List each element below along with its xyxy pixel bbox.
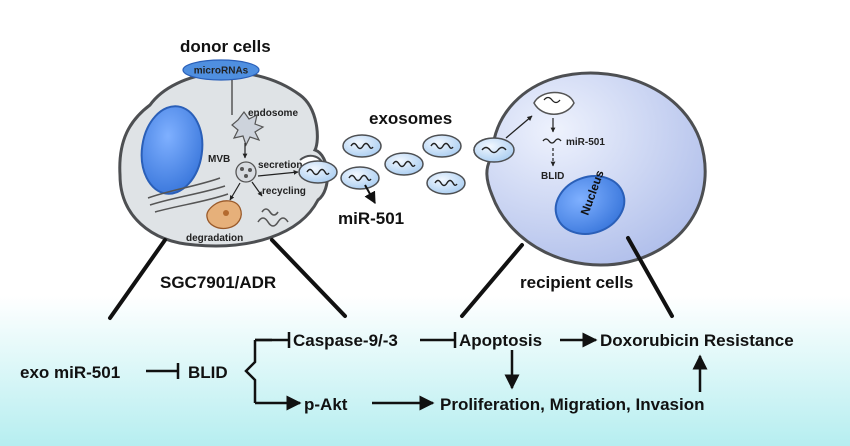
mvb-shape	[235, 161, 257, 183]
recycling-label: recycling	[262, 186, 306, 197]
exosome-vesicle	[384, 152, 424, 176]
internalized-vesicle	[533, 91, 575, 115]
uptake-arrow	[505, 115, 533, 139]
micrornas-ellipse	[182, 59, 260, 81]
donor-cells-title: donor cells	[180, 37, 271, 56]
exosome-to-mir501-arrow	[364, 184, 376, 205]
exosome-vesicle	[426, 171, 466, 195]
exosomes-title: exosomes	[369, 109, 452, 128]
recipient-nucleus	[554, 175, 626, 235]
proliferation-node: Proliferation, Migration, Invasion	[440, 395, 704, 414]
blid-node: BLID	[188, 363, 228, 382]
recipient-cells-label: recipient cells	[520, 273, 633, 292]
connector-lines	[108, 236, 674, 320]
exosome-cargo-rna	[434, 179, 458, 187]
mir501-free-label: miR-501	[338, 209, 404, 228]
er-membranes	[147, 177, 229, 213]
docking-exosome	[473, 137, 515, 163]
exosome-cargo-rna	[306, 168, 330, 176]
endosome-label: endosome	[248, 108, 298, 119]
mvb-to-degradation-arrow	[229, 182, 241, 201]
degradation-label: degradation	[186, 233, 243, 244]
mvb-to-recycling-arrow	[251, 181, 263, 197]
donor-line-label: SGC7901/ADR	[160, 273, 276, 292]
endosome-shape	[231, 110, 265, 147]
blid-in-cell-label: BLID	[541, 171, 564, 182]
pathway-edges	[146, 332, 457, 403]
apoptosis-node: Apoptosis	[459, 331, 542, 350]
exosome-vesicle	[340, 166, 380, 190]
secretion-label: secretion	[258, 160, 302, 171]
mir501-in-cell-label: miR-501	[566, 137, 605, 148]
exo-mir501-node: exo miR-501	[20, 363, 120, 382]
mir501-strand	[542, 138, 562, 144]
exosome-vesicle	[342, 134, 382, 158]
donor-nucleus	[140, 105, 204, 195]
micrornas-label: microRNAs	[194, 66, 249, 77]
exosome-cargo-rna	[348, 174, 372, 182]
mvb-to-secretion-arrow	[257, 170, 299, 177]
exosome-vesicle	[422, 134, 462, 158]
exosome-cargo-rna	[392, 160, 416, 168]
resistance-node: Doxorubicin Resistance	[600, 331, 794, 350]
exosome-vesicle	[298, 160, 338, 184]
exosome-cargo-rna	[430, 142, 454, 150]
mvb-label: MVB	[208, 154, 230, 165]
exosome-group	[298, 134, 466, 195]
exosome-cargo-rna	[350, 142, 374, 150]
pathway-banner	[0, 296, 850, 446]
pakt-node: p-Akt	[304, 395, 348, 414]
recipient-cell	[473, 71, 707, 267]
recycling-vesicles	[257, 208, 289, 227]
caspase-node: Caspase-9/-3	[293, 331, 398, 350]
